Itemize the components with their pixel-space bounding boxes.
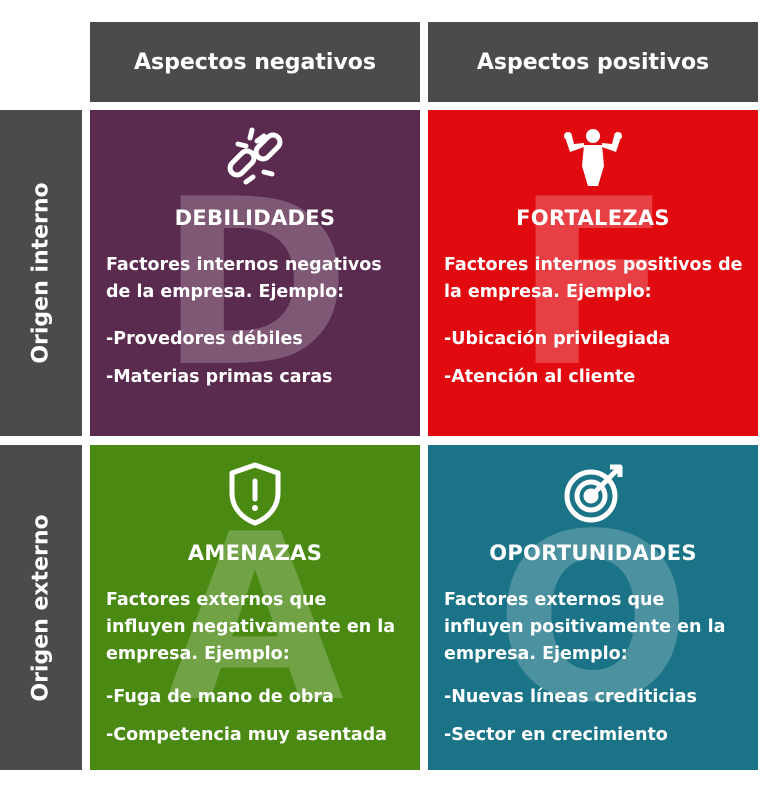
quadrant-oportunidades: O OPORTUNIDADES Factores externos que in… [428,445,758,770]
row-internal: Origen interno [0,110,82,436]
list-item: -Ubicación privilegiada [444,329,671,349]
quadrant-items: -Nuevas líneas crediticias -Sector en cr… [444,678,750,754]
quadrant-description: Factores internos negativos de la empres… [106,255,382,302]
warning-shield-icon [220,459,290,529]
strong-man-icon [558,124,628,194]
row-internal-label: Origen interno [28,182,54,364]
broken-chain-icon [220,124,290,194]
quadrant-fortalezas: F FORTALEZAS Factores internos positivos… [428,110,758,436]
header-negative: Aspectos negativos [90,22,420,102]
watermark-letter-d: D [159,151,351,418]
list-item: -Sector en crecimiento [444,725,668,745]
list-item: -Provedores débiles [106,329,303,349]
list-item: -Atención al cliente [444,367,636,387]
quadrant-description: Factores externos que influyen negativam… [106,590,396,664]
watermark-letter-o: O [495,486,691,753]
header-negative-label: Aspectos negativos [134,49,376,75]
quadrant-items: -Ubicación privilegiada -Atención al cli… [444,320,750,396]
row-external-label: Origen externo [28,513,54,702]
quadrant-title: FORTALEZAS [516,206,670,230]
quadrant-items: -Provedores débiles -Materias primas car… [106,320,412,396]
quadrant-description: Factores internos positivos de la empres… [444,255,743,302]
quadrant-debilidades: D DEBILIDADES Factores internos negativo… [90,110,420,436]
quadrant-title: DEBILIDADES [174,206,336,230]
quadrant-amenazas: A AMENAZAS Factores externos que influye… [90,445,420,770]
header-positive: Aspectos positivos [428,22,758,102]
header-positive-label: Aspectos positivos [476,49,710,75]
list-item: -Competencia muy asentada [106,725,387,745]
quadrant-title: AMENAZAS [187,541,323,565]
row-external: Origen externo [0,445,82,770]
quadrant-items: -Fuga de mano de obra -Competencia muy a… [106,678,412,754]
list-item: -Materias primas caras [106,367,333,387]
watermark-letter-f: F [514,151,672,418]
list-item: -Nuevas líneas crediticias [444,687,697,707]
quadrant-description: Factores externos que influyen positivam… [444,590,726,664]
watermark-letter-a: A [165,486,345,753]
list-item: -Fuga de mano de obra [106,687,334,707]
target-icon [558,459,628,529]
quadrant-title: OPORTUNIDADES [489,541,697,565]
